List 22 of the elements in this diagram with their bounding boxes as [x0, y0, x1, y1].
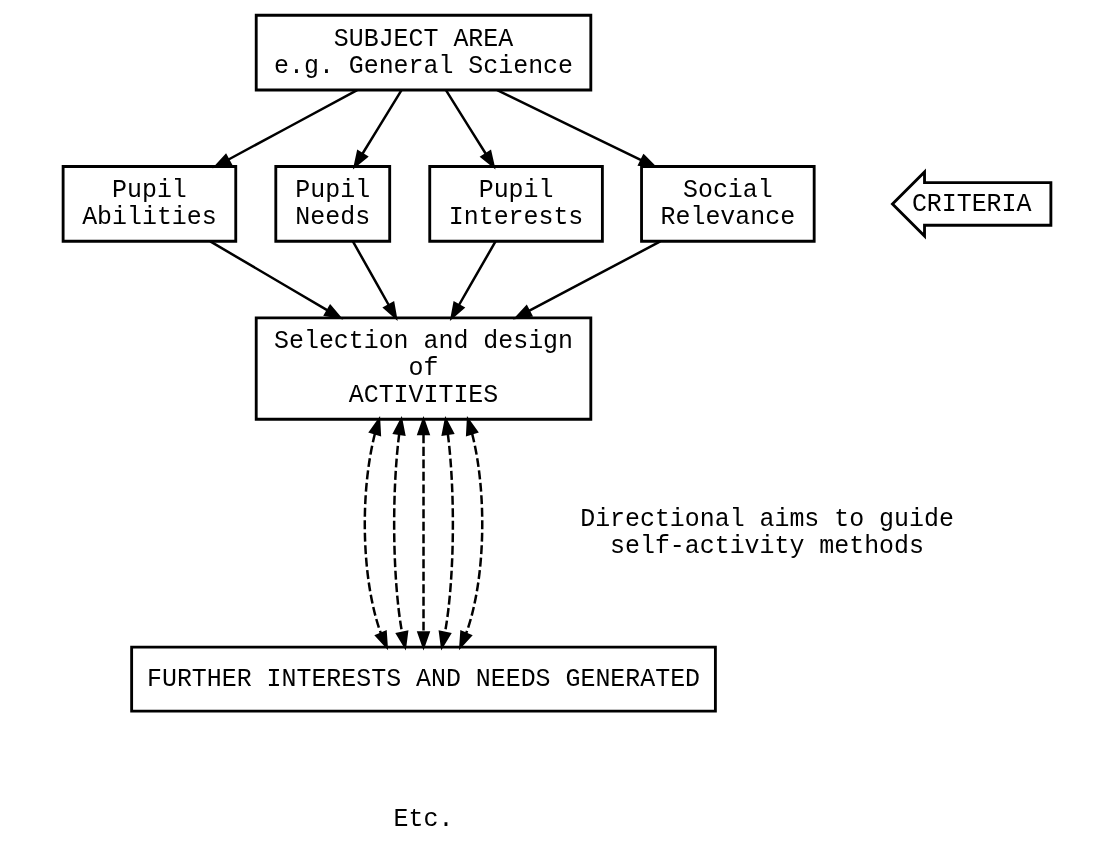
arrow	[458, 416, 484, 651]
arrow	[449, 240, 497, 321]
arrow	[351, 240, 398, 321]
node-box: Pupil Abilities	[61, 165, 238, 243]
label: Directional aims to guide self-activity methods	[580, 505, 954, 561]
arrow	[512, 240, 661, 320]
node-box: SUBJECT AREA e.g. General Science	[254, 13, 593, 92]
label: Etc.	[393, 805, 454, 834]
node-box: Selection and design of ACTIVITIES	[254, 316, 593, 421]
arrow	[363, 416, 389, 651]
arrow	[392, 415, 409, 651]
arrow	[209, 240, 344, 320]
arrow	[352, 89, 403, 170]
node-box: Pupil Interests	[428, 165, 604, 243]
node-box: FURTHER INTERESTS AND NEEDS GENERATED	[130, 645, 717, 713]
arrow	[444, 89, 496, 170]
arrow	[416, 415, 431, 651]
arrow	[212, 89, 358, 169]
arrow	[496, 89, 658, 169]
node-box: Social Relevance	[640, 165, 816, 243]
arrow	[438, 415, 455, 651]
node-box: Pupil Needs	[274, 165, 392, 243]
